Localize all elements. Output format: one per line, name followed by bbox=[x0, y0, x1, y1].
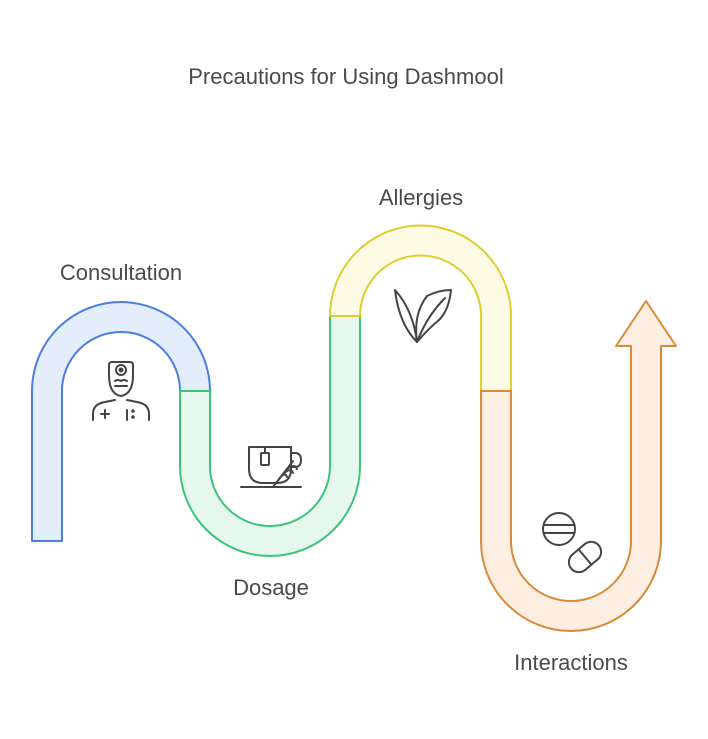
diagram-title: Precautions for Using Dashmool bbox=[188, 64, 503, 89]
stage-label-consultation: Consultation bbox=[60, 260, 182, 285]
herbal-tea-icon bbox=[240, 446, 302, 488]
pills-icon bbox=[542, 512, 603, 574]
doctor-icon bbox=[92, 361, 150, 421]
path-segment-consultation bbox=[31, 301, 211, 542]
stage-label-allergies: Allergies bbox=[379, 185, 463, 210]
leaf-icon bbox=[394, 289, 452, 343]
path-segment-interactions bbox=[480, 300, 677, 632]
stage-label-interactions: Interactions bbox=[514, 650, 628, 675]
path-segment-allergies bbox=[329, 224, 512, 392]
stage-label-dosage: Dosage bbox=[233, 575, 309, 600]
path-segment-dosage bbox=[179, 315, 361, 557]
